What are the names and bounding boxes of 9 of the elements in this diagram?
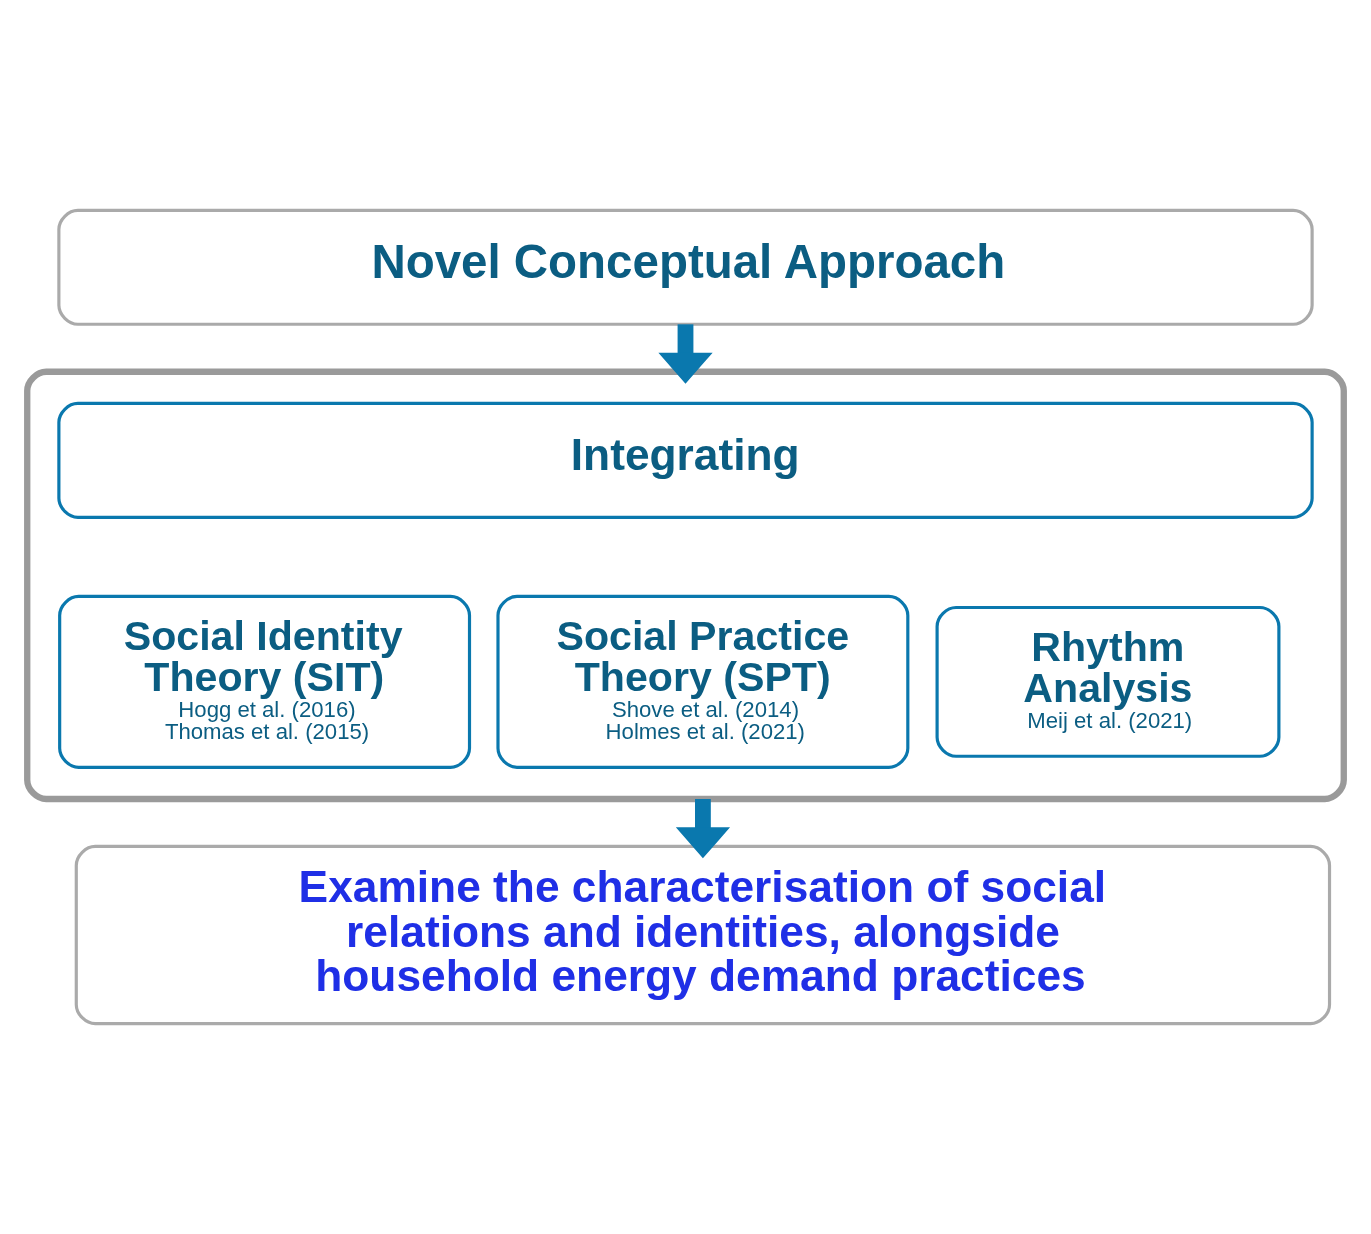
arrow bbox=[658, 324, 713, 384]
node-box: Examine the characterisation of social relations and identities, alongside household energy demand practices bbox=[74, 844, 1332, 1026]
node-box: Social Identity Theory (SIT) Hogg et al. (2016) Thomas et al. (2015) bbox=[58, 594, 472, 769]
node-box: Novel Conceptual Approach bbox=[57, 208, 1314, 326]
node-box: Integrating bbox=[57, 401, 1314, 519]
cluster bbox=[24, 368, 1347, 803]
node-box: Social Practice Theory (SPT) Shove et al. (2014) Holmes et al. (2021) bbox=[496, 594, 910, 769]
arrow bbox=[675, 798, 731, 859]
node-box: Rhythm Analysis Meij et al. (2021) bbox=[935, 605, 1281, 758]
